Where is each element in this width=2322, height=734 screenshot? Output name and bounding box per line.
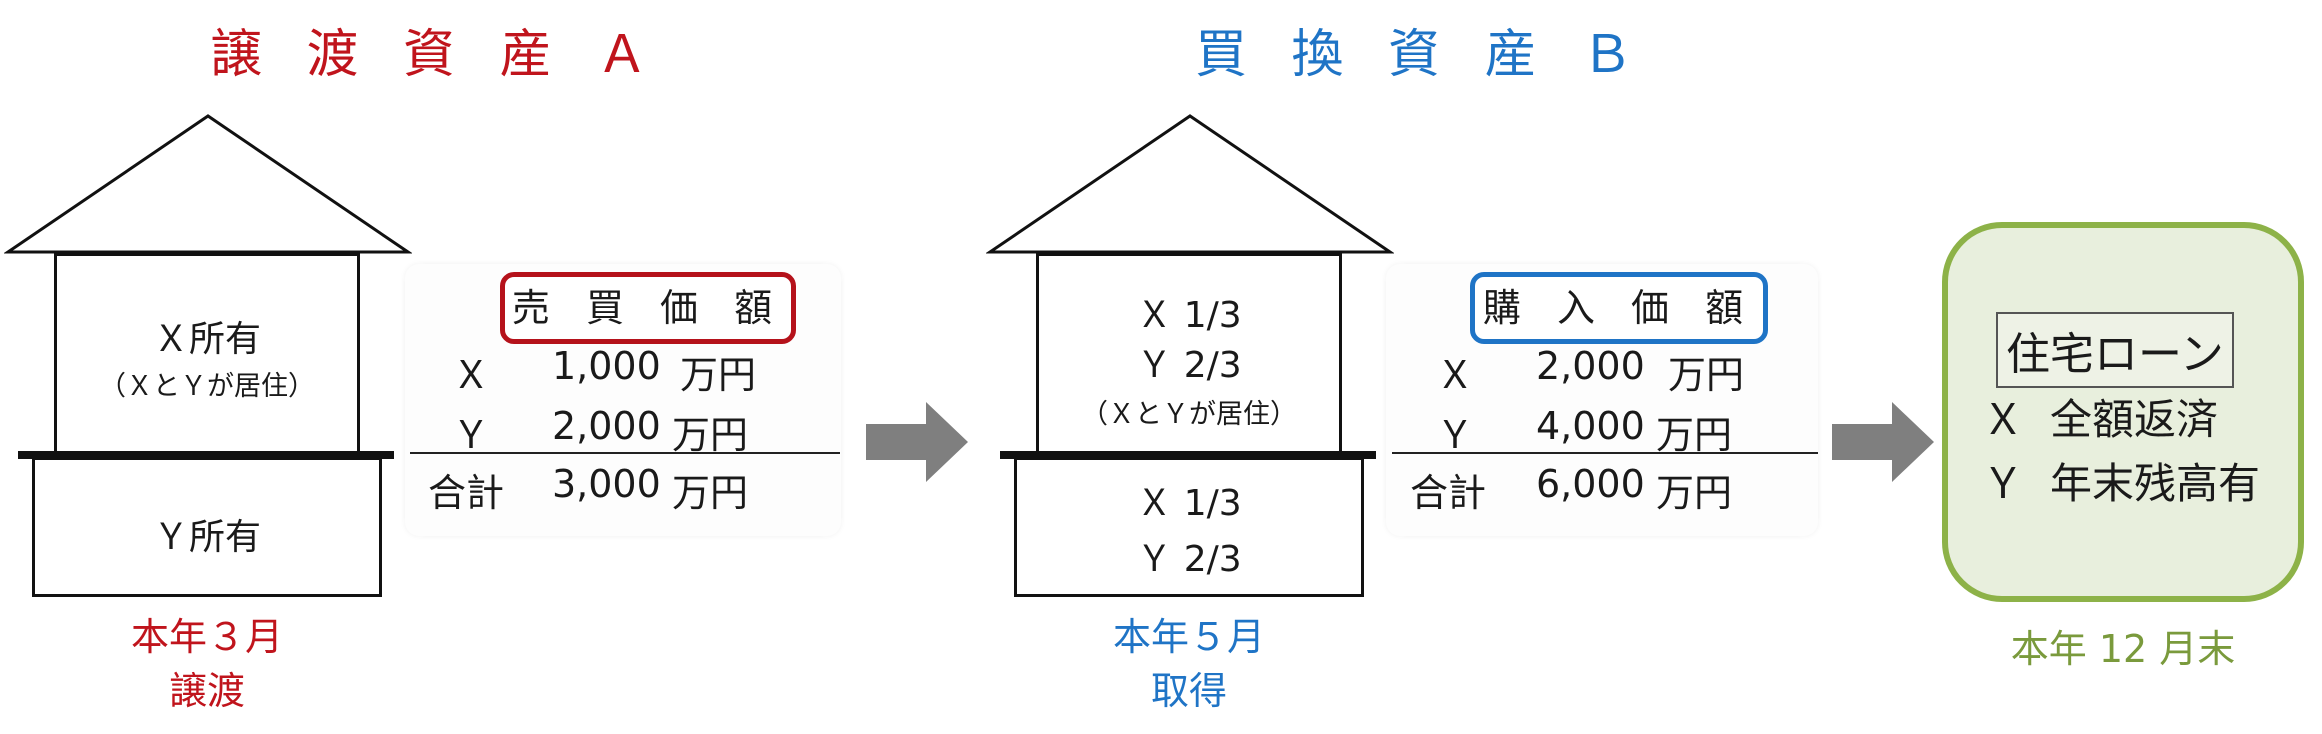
asset-a-total-unit: 万円 xyxy=(672,471,749,515)
asset-a-total-divider xyxy=(410,452,840,454)
house-a-upper-note: （ＸとＹが居住） xyxy=(99,371,315,402)
asset-a-row-x-unit: 万円 xyxy=(680,353,757,397)
asset-a-price-header: 売 買 価 額 xyxy=(500,272,796,344)
asset-a-total-label: 合計 xyxy=(428,471,505,515)
asset-b-row-x-unit: 万円 xyxy=(1668,353,1745,397)
house-a-upper-room: Ｘ所有 （ＸとＹが居住） xyxy=(54,253,360,457)
asset-b-total-label: 合計 xyxy=(1410,471,1487,515)
house-b-roof xyxy=(986,114,1394,254)
asset-a-caption: 本年３月 譲渡 xyxy=(100,610,314,718)
right-arrow-icon xyxy=(1832,402,1934,482)
asset-a-row-y-label: Ｙ xyxy=(452,413,491,457)
asset-b-row-x-label: Ｘ xyxy=(1436,353,1475,397)
asset-a-row-x-label: Ｘ xyxy=(452,353,491,397)
asset-a-row-y-amount: 2,000 xyxy=(552,404,661,448)
house-b-upper-room: Ｘ 1/3 Ｙ 2/3 （ＸとＹが居住） xyxy=(1036,253,1342,457)
house-a-lower-owner: Ｙ所有 xyxy=(152,517,261,558)
house-a-roof xyxy=(4,114,412,254)
loan-row-x-text: 全額返済 xyxy=(2050,395,2219,444)
asset-b-total-unit: 万円 xyxy=(1656,471,1733,515)
asset-a-total-amount: 3,000 xyxy=(552,462,661,506)
asset-b-price-header: 購 入 価 額 xyxy=(1470,272,1768,344)
loan-label: 住宅ローン xyxy=(1996,312,2234,388)
house-a-floor xyxy=(18,451,394,459)
loan-row-y-label: Ｙ xyxy=(1982,459,2025,508)
asset-a-title: 譲 渡 資 産 Ａ xyxy=(210,25,663,85)
loan-row-y-text: 年末残高有 xyxy=(2050,459,2261,508)
house-b-upper-note: （ＸとＹが居住） xyxy=(1081,399,1297,430)
house-b-lower-y-share: Ｙ 2/3 xyxy=(1136,539,1242,580)
asset-a-row-x-amount: 1,000 xyxy=(552,344,661,388)
house-b-upper-x-share: Ｘ 1/3 xyxy=(1136,295,1242,336)
house-a-upper-owner: Ｘ所有 xyxy=(152,319,261,360)
asset-b-title: 買 換 資 産 Ｂ xyxy=(1195,25,1648,85)
asset-b-row-x-amount: 2,000 xyxy=(1536,344,1645,388)
asset-b-caption-date: 本年５月 xyxy=(1112,615,1265,659)
loan-result-box xyxy=(1942,222,2304,602)
house-b-lower-room: Ｘ 1/3 Ｙ 2/3 xyxy=(1014,457,1364,597)
house-b-lower-x-share: Ｘ 1/3 xyxy=(1136,483,1242,524)
house-a-lower-room: Ｙ所有 xyxy=(32,457,382,597)
house-b-floor xyxy=(1000,451,1376,459)
house-b-upper-y-share: Ｙ 2/3 xyxy=(1136,345,1242,386)
asset-b-caption: 本年５月 取得 xyxy=(1082,610,1296,718)
asset-b-caption-event: 取得 xyxy=(1150,669,1227,713)
asset-b-row-y-label: Ｙ xyxy=(1436,413,1475,457)
asset-a-caption-event: 譲渡 xyxy=(168,669,245,713)
asset-b-total-amount: 6,000 xyxy=(1536,462,1645,506)
loan-caption: 本年 12 月末 xyxy=(2010,627,2236,671)
loan-row-x-label: Ｘ xyxy=(1982,395,2025,444)
asset-b-row-y-amount: 4,000 xyxy=(1536,404,1645,448)
asset-b-row-y-unit: 万円 xyxy=(1656,413,1733,457)
asset-b-total-divider xyxy=(1392,452,1818,454)
asset-a-row-y-unit: 万円 xyxy=(672,413,749,457)
asset-a-caption-date: 本年３月 xyxy=(130,615,283,659)
right-arrow-icon xyxy=(866,402,968,482)
